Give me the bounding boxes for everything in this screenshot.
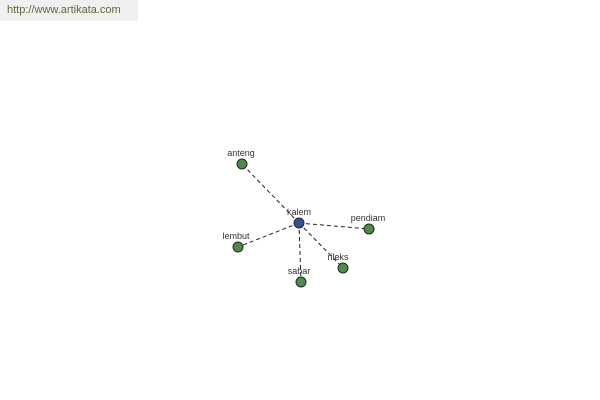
node-anteng[interactable]: anteng [227, 148, 255, 170]
node-kalem-label: kalem [287, 207, 311, 217]
node-lembut-dot [232, 241, 244, 253]
node-lembut[interactable]: lembut [222, 231, 250, 253]
node-anteng-label: anteng [227, 148, 255, 158]
nodes-group: kalem anteng pendiam lembut rileks sabar [222, 148, 386, 288]
edge-kalem-lembut [237, 222, 300, 248]
node-kalem-dot [293, 217, 305, 229]
node-kalem[interactable]: kalem [287, 207, 311, 229]
node-sabar[interactable]: sabar [288, 266, 311, 288]
node-pendiam[interactable]: pendiam [351, 213, 386, 235]
edge-kalem-sabar [298, 222, 302, 283]
node-rileks-label: rileks [327, 252, 349, 262]
node-sabar-label: sabar [288, 266, 311, 276]
node-sabar-dot [295, 276, 307, 288]
edge-kalem-pendiam [298, 222, 370, 230]
node-rileks[interactable]: rileks [327, 252, 349, 274]
edges-group [237, 163, 370, 283]
source-link[interactable]: http://www.artikata.com [7, 4, 121, 16]
node-anteng-dot [236, 158, 248, 170]
node-rileks-dot [337, 262, 349, 274]
source-bar: http://www.artikata.com [0, 0, 138, 21]
node-pendiam-dot [363, 223, 375, 235]
node-lembut-label: lembut [222, 231, 250, 241]
edge-kalem-rileks [298, 222, 344, 269]
node-pendiam-label: pendiam [351, 213, 386, 223]
